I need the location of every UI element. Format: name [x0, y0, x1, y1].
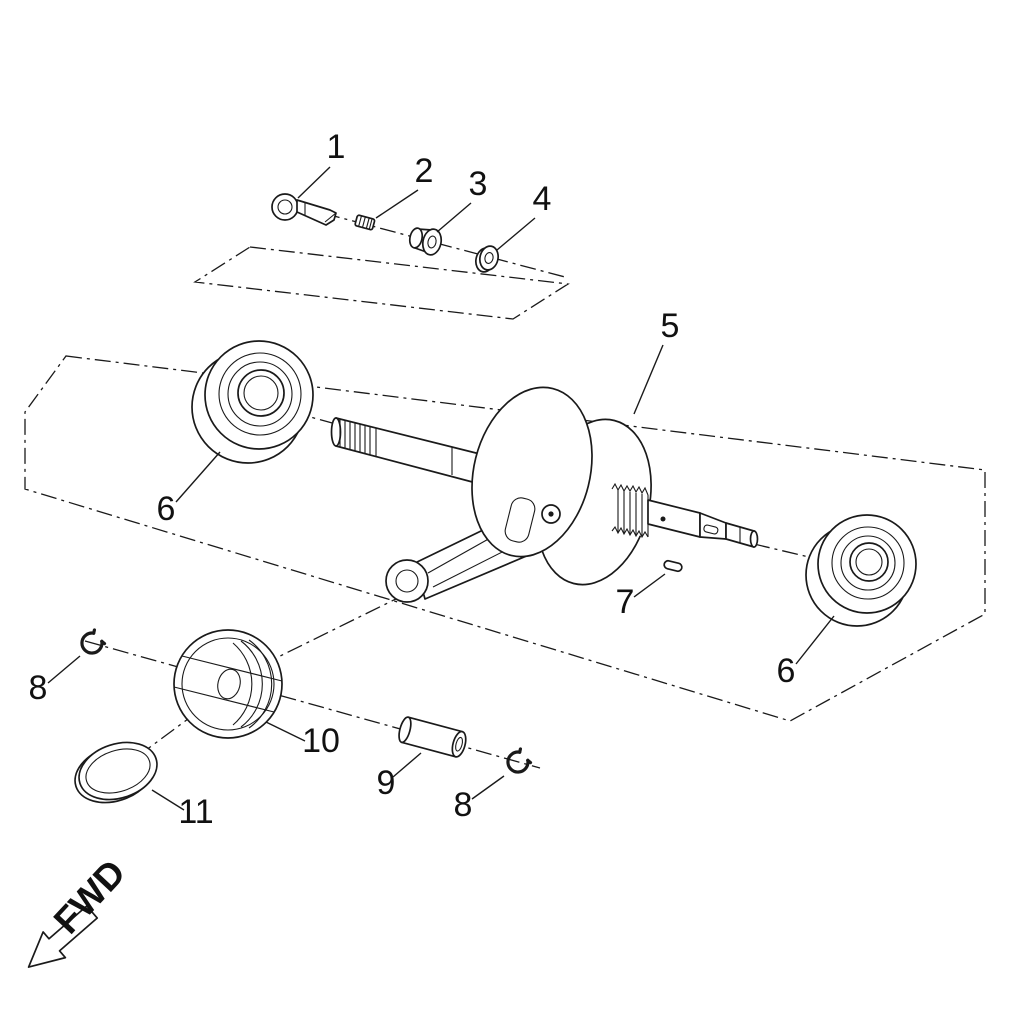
main-phantom-frame	[24, 355, 986, 722]
callout-11-leader	[151, 789, 185, 811]
callout-4: 4	[533, 180, 552, 218]
piston-pin-axis-line	[84, 640, 541, 769]
callout-3-leader	[436, 202, 472, 233]
callout-6-left: 6	[157, 490, 176, 528]
callout-labels: 1 2 3 4 5 6 6 7 8 8 9 10 11	[29, 128, 796, 831]
rod-to-piston-line	[267, 593, 407, 663]
callout-1-leader	[297, 166, 331, 199]
crankshaft-assembly	[330, 386, 759, 603]
callout-7: 7	[616, 583, 635, 621]
rod-small-end	[385, 559, 429, 603]
fwd-indicator: FWD	[27, 852, 133, 968]
callout-5: 5	[661, 307, 680, 345]
piston-pin	[398, 716, 467, 758]
right-shaft	[647, 499, 701, 538]
circlip-left	[80, 628, 107, 655]
callout-8-left-leader	[47, 655, 81, 684]
callout-4-leader	[496, 217, 536, 251]
callout-6-left-leader	[175, 451, 221, 503]
callout-11: 11	[178, 793, 213, 831]
drive-fitting-part1	[271, 193, 337, 226]
callout-10: 10	[302, 722, 340, 760]
callout-6-right: 6	[777, 652, 796, 690]
callout-3: 3	[469, 165, 488, 203]
callout-9-leader	[392, 752, 422, 778]
callout-7-leader	[633, 573, 666, 598]
washer-part4	[474, 245, 500, 273]
piston	[173, 629, 283, 739]
upper-phantom-frame	[193, 246, 570, 320]
callout-2: 2	[415, 152, 434, 190]
nut-part3	[408, 227, 443, 256]
fwd-arrow-icon	[27, 905, 99, 968]
left-shaft-splines	[339, 419, 453, 475]
piston-rings	[74, 741, 158, 804]
keyway-slot	[703, 524, 719, 535]
callout-2-leader	[375, 189, 419, 219]
bearing-right	[805, 514, 917, 627]
callout-6-right-leader	[795, 615, 835, 665]
callout-10-leader	[265, 721, 306, 742]
callout-1: 1	[327, 128, 346, 166]
bearing-left	[191, 340, 314, 464]
oil-hole	[660, 516, 666, 522]
callout-8-left: 8	[29, 669, 48, 707]
callout-8-right-leader	[471, 775, 505, 800]
callout-leaders	[47, 166, 835, 811]
callout-8-right: 8	[454, 786, 473, 824]
callout-5-leader	[633, 344, 664, 415]
spring-pin-part2	[354, 214, 376, 231]
web-cutout	[504, 497, 536, 543]
timing-gear	[611, 482, 649, 539]
pin-boss	[217, 668, 241, 700]
crank-web-left	[471, 386, 593, 558]
circlip-right	[506, 747, 533, 774]
left-shaft	[335, 417, 481, 485]
fwd-label: FWD	[46, 852, 133, 942]
woodruff-key	[663, 559, 683, 573]
callout-9: 9	[377, 764, 396, 802]
